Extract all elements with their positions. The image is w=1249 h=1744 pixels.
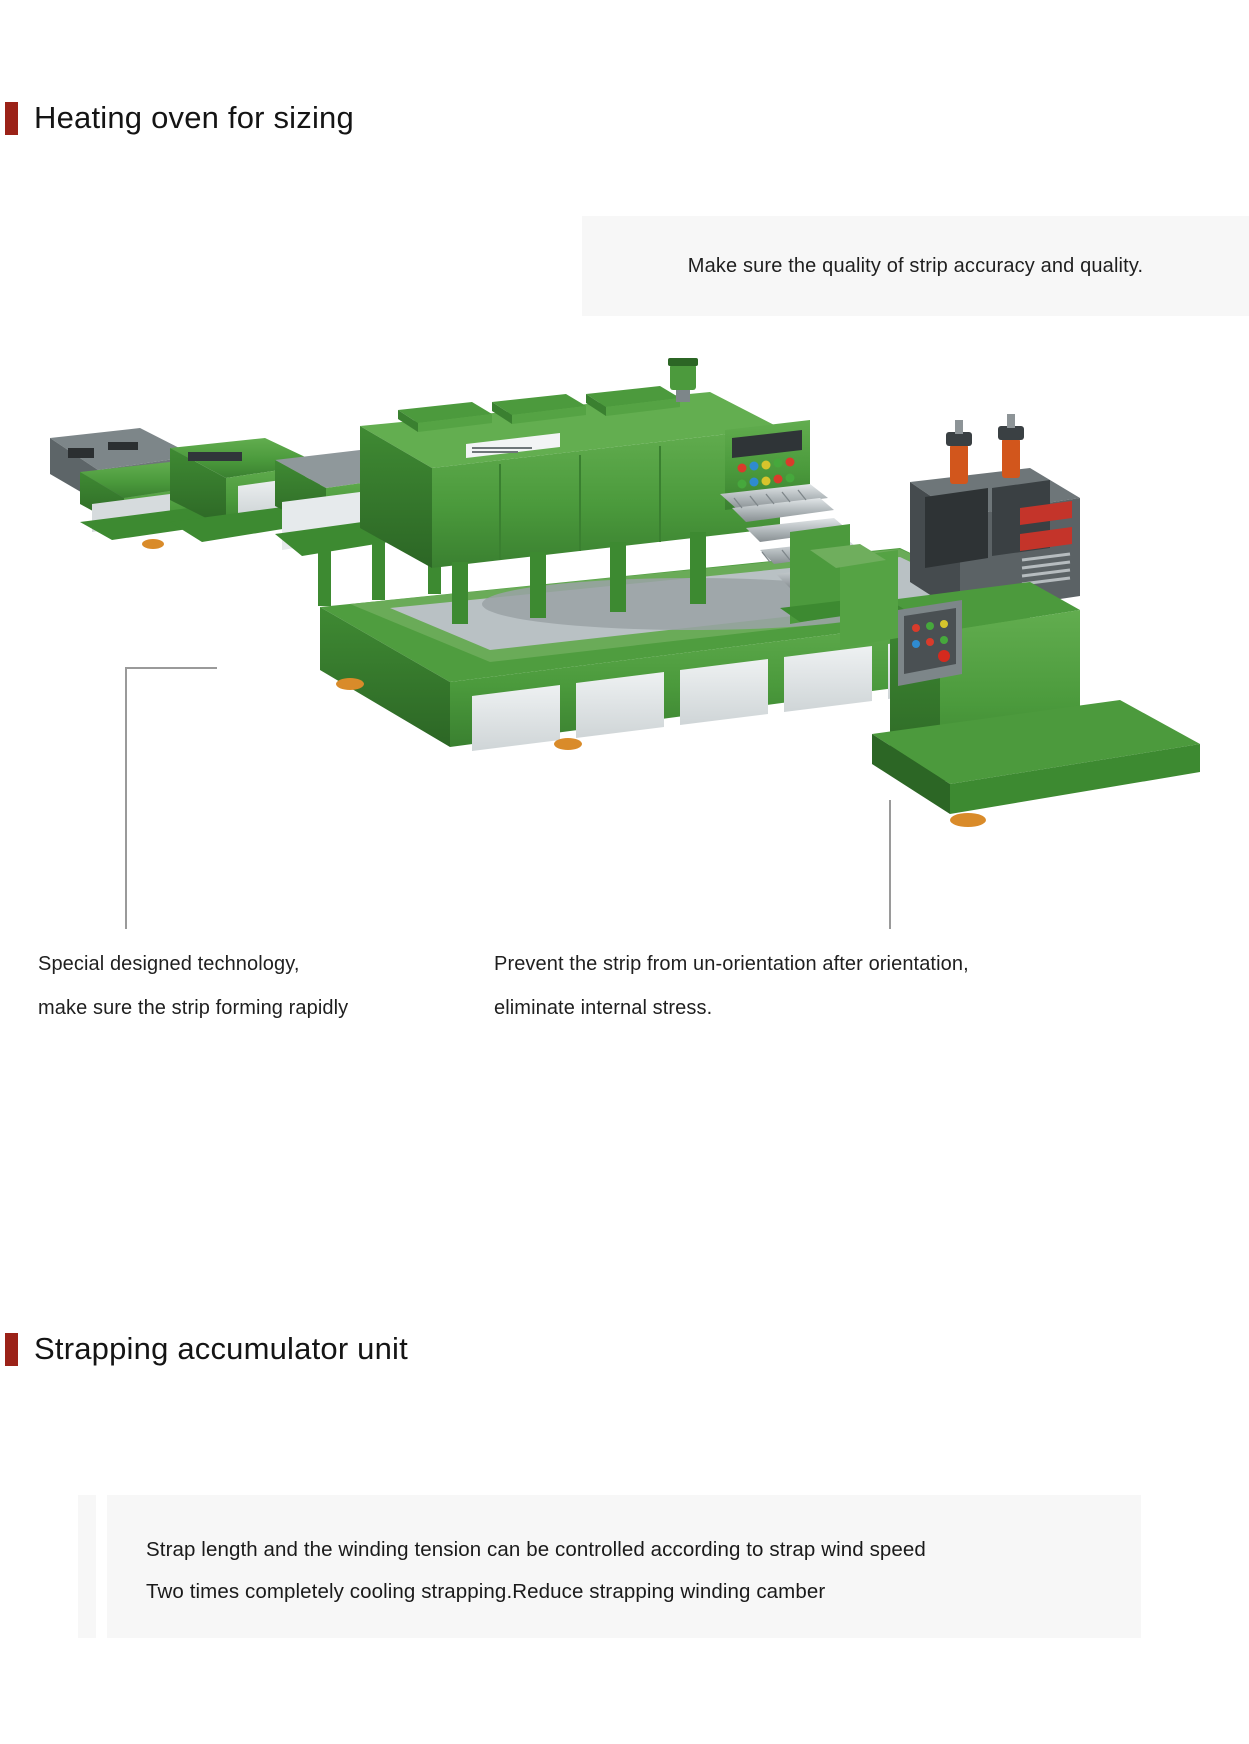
section-heading-strapping-accumulator: Strapping accumulator unit [5, 1331, 408, 1367]
caption-prevent-un-orientation: Prevent the strip from un-orientation af… [494, 942, 1094, 1030]
leader-line-left-vertical [125, 667, 127, 929]
caption-line: eliminate internal stress. [494, 997, 713, 1019]
heading-accent-bar [5, 1332, 18, 1366]
leader-line-left-horizontal [125, 667, 217, 669]
caption-line: Prevent the strip from un-orientation af… [494, 953, 969, 975]
callout-panel-tab [78, 1495, 96, 1638]
section-title: Strapping accumulator unit [34, 1331, 408, 1366]
section-heading-heating-oven: Heating oven for sizing [5, 100, 354, 136]
section-title: Heating oven for sizing [34, 100, 354, 135]
callout-text: Make sure the quality of strip accuracy … [687, 254, 1144, 277]
callout-panel-quality: Make sure the quality of strip accuracy … [582, 216, 1249, 316]
callout-panel-accumulator: Strap length and the winding tension can… [107, 1495, 1141, 1638]
callout-text: Two times completely cooling strapping.R… [146, 1580, 826, 1603]
caption-special-designed-technology: Special designed technology, make sure t… [38, 942, 478, 1030]
leader-line-right-vertical [889, 800, 891, 929]
callout-text: Strap length and the winding tension can… [146, 1538, 926, 1561]
heading-accent-bar [5, 101, 18, 135]
caption-line: make sure the strip forming rapidly [38, 997, 349, 1019]
heating-oven-sizing-line-photo [20, 352, 1230, 852]
caption-line: Special designed technology, [38, 953, 300, 975]
